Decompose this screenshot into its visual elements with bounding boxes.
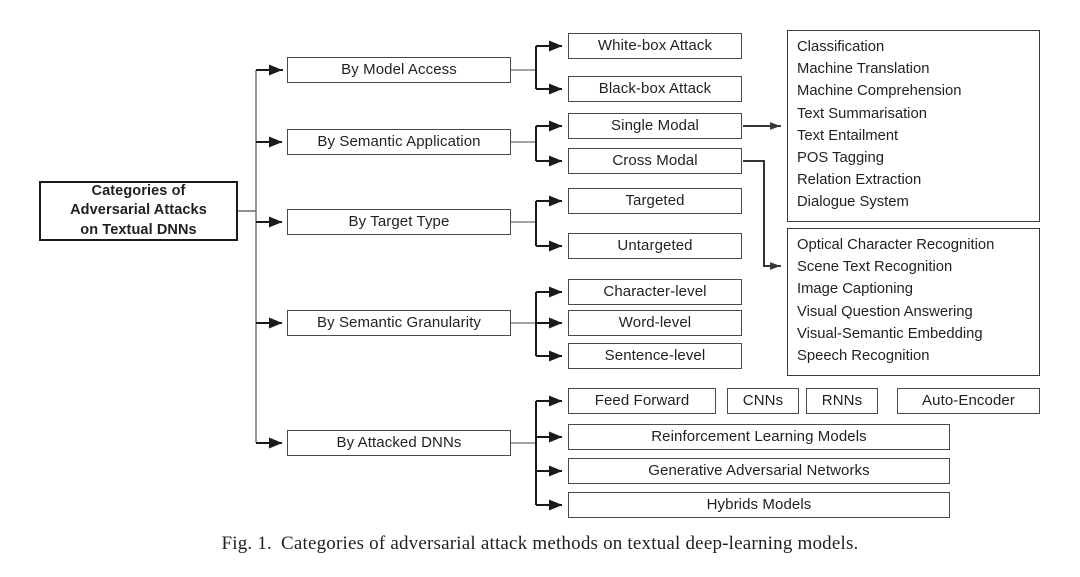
- panel-item: Optical Character Recognition: [797, 237, 995, 253]
- panel-item: Visual-Semantic Embedding: [797, 325, 983, 342]
- leaf-hybrids-models[interactable]: Hybrids Models: [568, 492, 950, 518]
- panel-item: Dialogue System: [797, 194, 909, 211]
- root-line-2: Adversarial Attacks: [70, 202, 207, 219]
- branch-by-attacked-dnns[interactable]: By Attacked DNNs: [287, 430, 511, 456]
- leaf-label: Single Modal: [611, 117, 699, 135]
- leaf-label: Character-level: [603, 283, 707, 301]
- leaf-label: CNNs: [742, 392, 784, 410]
- branch-label: By Semantic Granularity: [316, 314, 482, 332]
- branch-by-semantic-application[interactable]: By Semantic Application: [287, 129, 511, 155]
- branch-by-semantic-granularity[interactable]: By Semantic Granularity: [287, 310, 511, 336]
- leaf-rnns[interactable]: RNNs: [806, 388, 878, 414]
- leaf-cnns[interactable]: CNNs: [727, 388, 799, 414]
- leaf-label: Untargeted: [617, 237, 693, 255]
- panel-item: Classification: [797, 39, 885, 55]
- leaf-label: Feed Forward: [594, 392, 690, 410]
- leaf-feed-forward[interactable]: Feed Forward: [568, 388, 716, 414]
- leaf-targeted[interactable]: Targeted: [568, 188, 742, 214]
- panel-item: Speech Recognition: [797, 348, 930, 365]
- leaf-label: Targeted: [625, 192, 685, 210]
- root-line-3: on Textual DNNs: [80, 221, 197, 238]
- figure-caption-label: Fig. 1.: [221, 533, 272, 554]
- panel-item: Image Captioning: [797, 281, 913, 298]
- panel-item: Machine Comprehension: [797, 83, 962, 100]
- branch-label: By Attacked DNNs: [336, 434, 462, 452]
- root-line-1: Categories of: [91, 182, 186, 199]
- leaf-label: Auto-Encoder: [922, 392, 1015, 410]
- leaf-character-level[interactable]: Character-level: [568, 279, 742, 305]
- leaf-untargeted[interactable]: Untargeted: [568, 233, 742, 259]
- branch-label: By Model Access: [341, 61, 457, 79]
- panel-item: Visual Question Answering: [797, 303, 973, 320]
- panel-item: Scene Text Recognition: [797, 259, 953, 276]
- leaf-label: Word-level: [618, 314, 692, 332]
- branch-label: By Target Type: [348, 213, 450, 231]
- leaf-label: White-box Attack: [597, 37, 713, 55]
- panel-cross-modal-tasks[interactable]: Optical Character Recognition Scene Text…: [787, 228, 1040, 376]
- leaf-cross-modal[interactable]: Cross Modal: [568, 148, 742, 174]
- panel-item: POS Tagging: [797, 150, 884, 167]
- branch-by-model-access[interactable]: By Model Access: [287, 57, 511, 83]
- leaf-label: Reinforcement Learning Models: [651, 428, 867, 446]
- leaf-white-box-attack[interactable]: White-box Attack: [568, 33, 742, 59]
- leaf-generative-adversarial-networks[interactable]: Generative Adversarial Networks: [568, 458, 950, 484]
- leaf-single-modal[interactable]: Single Modal: [568, 113, 742, 139]
- panel-single-modal-tasks[interactable]: Classification Machine Translation Machi…: [787, 30, 1040, 222]
- branch-by-target-type[interactable]: By Target Type: [287, 209, 511, 235]
- leaf-auto-encoder[interactable]: Auto-Encoder: [897, 388, 1040, 414]
- leaf-black-box-attack[interactable]: Black-box Attack: [568, 76, 742, 102]
- leaf-label: Black-box Attack: [598, 80, 712, 98]
- panel-item: Text Entailment: [797, 127, 899, 144]
- figure-caption-text: Categories of adversarial attack methods…: [280, 533, 859, 554]
- leaf-label: Hybrids Models: [706, 496, 812, 514]
- figure-caption: Fig. 1. Categories of adversarial attack …: [0, 533, 1080, 555]
- branch-label: By Semantic Application: [317, 133, 481, 151]
- leaf-label: Cross Modal: [612, 152, 698, 170]
- panel-item: Machine Translation: [797, 61, 930, 78]
- leaf-reinforcement-learning-models[interactable]: Reinforcement Learning Models: [568, 424, 950, 450]
- root-node-categories[interactable]: Categories of Adversarial Attacks on Tex…: [39, 181, 238, 241]
- leaf-label: Generative Adversarial Networks: [648, 462, 870, 480]
- panel-item: Relation Extraction: [797, 172, 922, 189]
- panel-item: Text Summarisation: [797, 105, 927, 122]
- leaf-label: Sentence-level: [604, 347, 706, 365]
- leaf-label: RNNs: [821, 392, 863, 410]
- leaf-sentence-level[interactable]: Sentence-level: [568, 343, 742, 369]
- leaf-word-level[interactable]: Word-level: [568, 310, 742, 336]
